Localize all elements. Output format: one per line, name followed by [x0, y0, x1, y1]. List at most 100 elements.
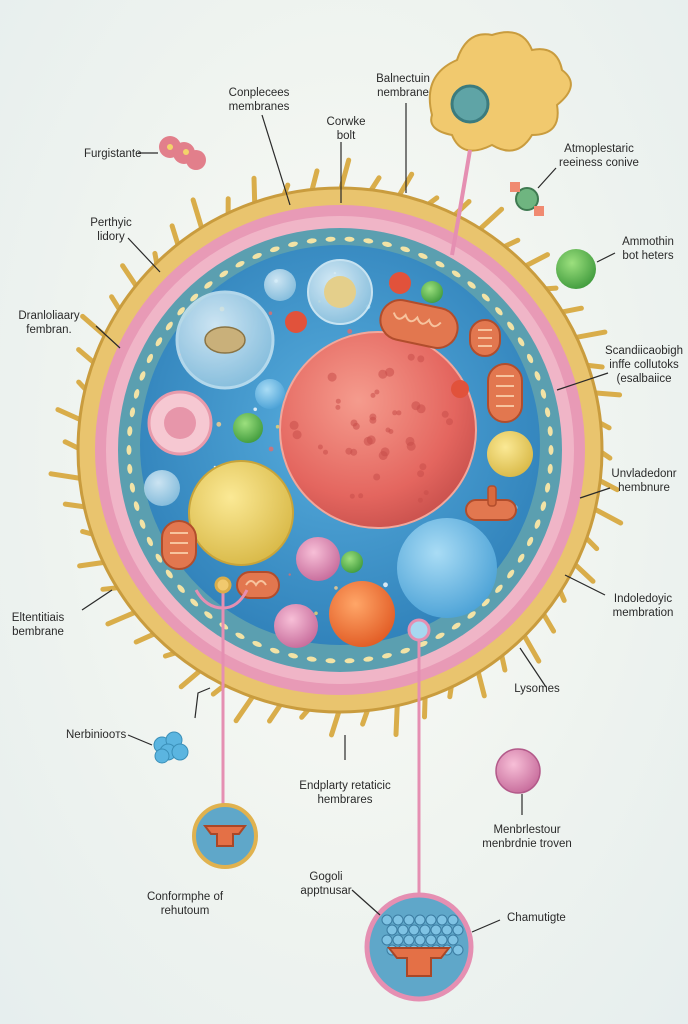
label-scandiicaobigh: Scandiicaobigh inffe collutoks (esalbaii…: [604, 345, 684, 385]
leader-lines: [81, 103, 616, 933]
mitochondrion-4: [161, 520, 197, 570]
nuclear-pore: [335, 398, 341, 404]
membrane-bead: [547, 463, 553, 474]
membrane-bead: [382, 653, 392, 659]
golgi-bead: [452, 944, 464, 956]
yellow-organelle: [188, 460, 294, 566]
membrane-bead: [127, 463, 133, 474]
label-gogoli: Gogoli apptnusar: [300, 871, 352, 897]
membrane-bead: [155, 337, 163, 347]
membrane-bead: [451, 622, 461, 630]
membrane-bead: [344, 236, 355, 242]
golgi-bead: [447, 934, 459, 946]
membrane-bead: [129, 482, 136, 493]
speckle: [347, 329, 353, 334]
golgi-bead: [403, 914, 415, 926]
label-elentitiais: Eltentitiais bembrane: [11, 612, 65, 638]
nuclear-pore: [417, 355, 425, 363]
pink-organelle-small: [274, 604, 318, 648]
speckle: [334, 586, 338, 590]
membrane-bead: [517, 553, 525, 563]
connectors: [194, 576, 431, 905]
membrane-bead: [252, 252, 262, 260]
vesicle-glass-left: [144, 470, 180, 506]
membrane-bead: [481, 598, 490, 607]
label-endplarty: Endplarty retaticic hembrares: [299, 780, 391, 806]
speckle: [288, 573, 291, 576]
nuclear-pore: [406, 441, 416, 451]
membrane-bead: [177, 307, 185, 316]
golgi-bead: [381, 914, 393, 926]
membrane-bead: [495, 584, 503, 593]
membrane-bead: [139, 371, 146, 381]
membrane-bead: [252, 640, 262, 648]
vesicle-top-core: [324, 276, 356, 308]
mitochondrion-1: [379, 299, 459, 349]
green-sphere-external: [556, 249, 596, 289]
golgi-bead: [447, 914, 459, 926]
membrane-bead: [526, 353, 534, 364]
membrane-bead: [517, 337, 525, 347]
membrane-bead: [133, 389, 140, 399]
nucleus: [279, 331, 477, 529]
golgi-bead: [386, 924, 398, 936]
membrane-bead: [190, 598, 199, 607]
label-furgistante: Furgistante: [84, 148, 142, 160]
membrane-bead: [126, 445, 132, 455]
golgi-bead: [381, 934, 393, 946]
blue-cluster-external: [153, 731, 189, 764]
golgi-bead: [425, 914, 437, 926]
golgi-bead: [414, 914, 426, 926]
membrane-bead: [544, 407, 551, 418]
speckle: [216, 421, 222, 427]
speckle: [253, 407, 257, 412]
membrane-bead: [269, 246, 280, 253]
membrane-bead: [204, 281, 213, 289]
label-perthyic-lidory: Perthyic lidory: [90, 217, 132, 243]
membrane-bead: [133, 501, 140, 511]
label-unvladedonr: Unvladedonr hembnure: [611, 468, 677, 494]
nuclear-pore: [417, 470, 425, 478]
flagellum-blob: [428, 31, 572, 256]
golgi-bead: [425, 934, 437, 946]
label-ammothin: Ammothin bot heters: [622, 236, 674, 262]
nuclear-pore: [292, 430, 302, 440]
nuclear-pore: [423, 490, 429, 496]
label-balnectum-membrane: Balnectuin nembrane: [376, 73, 430, 99]
nuclear-pore: [323, 449, 328, 455]
golgi-bead: [436, 934, 448, 946]
nuclear-pore: [289, 420, 299, 430]
nuclear-pore: [335, 404, 341, 410]
small-yellow-organelle: [487, 431, 533, 477]
membrane-bead: [544, 482, 551, 493]
golgi-bead: [419, 924, 431, 936]
membrane-bead: [507, 321, 515, 331]
membrane-beads: [126, 236, 554, 664]
membrane-bead: [418, 252, 428, 260]
membrane-bead: [127, 426, 133, 437]
label-dranloliaary: Dranloliaary fembran.: [18, 310, 80, 336]
membrane-bead: [363, 238, 374, 244]
lysosome-pink-core: [164, 407, 196, 439]
membrane-bead: [306, 656, 317, 662]
orange-organelle: [329, 581, 395, 647]
membrane-bead: [540, 389, 547, 399]
nuclear-pore: [327, 372, 337, 382]
membrane-bead: [534, 371, 541, 381]
membrane-bead: [507, 569, 515, 579]
golgi-bead: [397, 924, 409, 936]
membrane-bead: [467, 281, 476, 289]
nuclear-pore: [378, 369, 388, 379]
membrane-bead: [435, 632, 445, 640]
label-corwke-bolt: Corwke bolt: [326, 116, 366, 142]
membrane-bead: [165, 569, 173, 579]
blue-organelle: [397, 518, 497, 618]
nuclear-pore: [416, 404, 426, 414]
label-nerbinioots: Nerbiniooтs: [66, 729, 127, 741]
nuclear-pore: [349, 493, 355, 499]
fungus-cluster: [159, 136, 206, 170]
vesicle-small: [264, 269, 296, 301]
membrane-bead: [481, 293, 490, 302]
membrane-bead: [129, 407, 136, 418]
